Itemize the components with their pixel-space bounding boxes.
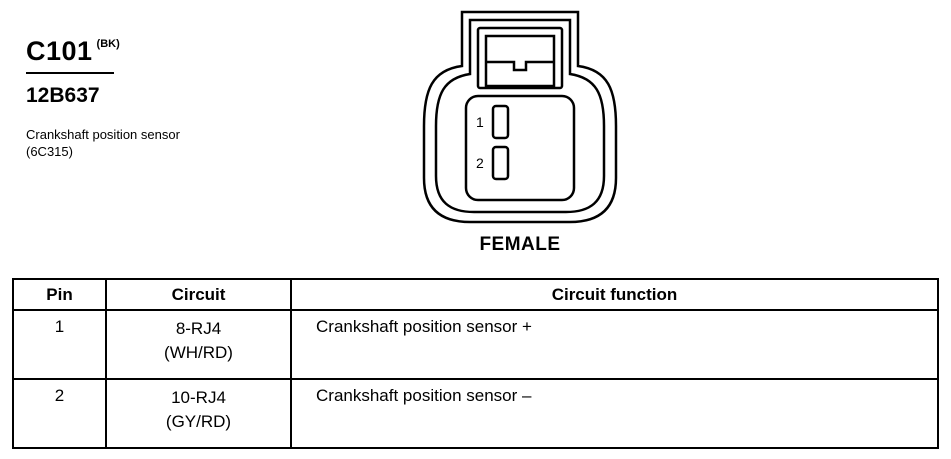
table-row: 2 10-RJ4 (GY/RD) Crankshaft position sen… [12,378,939,449]
pin-1-label: 1 [476,114,484,130]
cell-circuit: 8-RJ4 (WH/RD) [105,309,292,380]
part-number: 12B637 [26,84,100,107]
cell-circuit-function: Crankshaft position sensor + [290,309,939,380]
lock-tab-frame [476,26,564,90]
cell-pin: 2 [12,378,107,449]
pin-cavity-block [464,94,576,202]
header-circuit: Circuit [105,278,292,311]
header-pin: Pin [12,278,107,311]
header-divider [26,72,114,74]
connector-face-diagram: 1 2 [420,8,620,240]
connector-title: C101(BK) [26,36,226,66]
housing-outer [422,10,618,224]
pinout-table: Pin Circuit Circuit function 1 8-RJ4 (WH… [12,278,939,449]
cell-pin: 1 [12,309,107,380]
header-circuit-function: Circuit function [290,278,939,311]
housing-inner [434,18,606,214]
pin-2-label: 2 [476,155,484,171]
pin-2-terminal [491,145,510,181]
circuit-number: 10-RJ4 [171,388,226,407]
connector-id: C101 [26,36,93,66]
connector-color: (BK) [96,38,120,50]
circuit-number: 8-RJ4 [175,319,222,338]
pin-1-terminal [491,104,510,140]
lock-tab-latch [486,60,554,72]
connector-description: Crankshaft position sensor (6C315) [26,127,180,159]
connector-header: C101(BK) 12B637 Crankshaft position sens… [26,36,226,160]
circuit-wire-color: (GY/RD) [165,412,232,431]
table-row: 1 8-RJ4 (WH/RD) Crankshaft position sens… [12,309,939,380]
cell-circuit-function: Crankshaft position sensor – [290,378,939,449]
cell-circuit: 10-RJ4 (GY/RD) [105,378,292,449]
connector-gender-label: FEMALE [479,234,561,255]
table-header-row: Pin Circuit Circuit function [12,278,939,311]
circuit-wire-color: (WH/RD) [164,343,233,362]
connector-drawing [422,10,618,224]
